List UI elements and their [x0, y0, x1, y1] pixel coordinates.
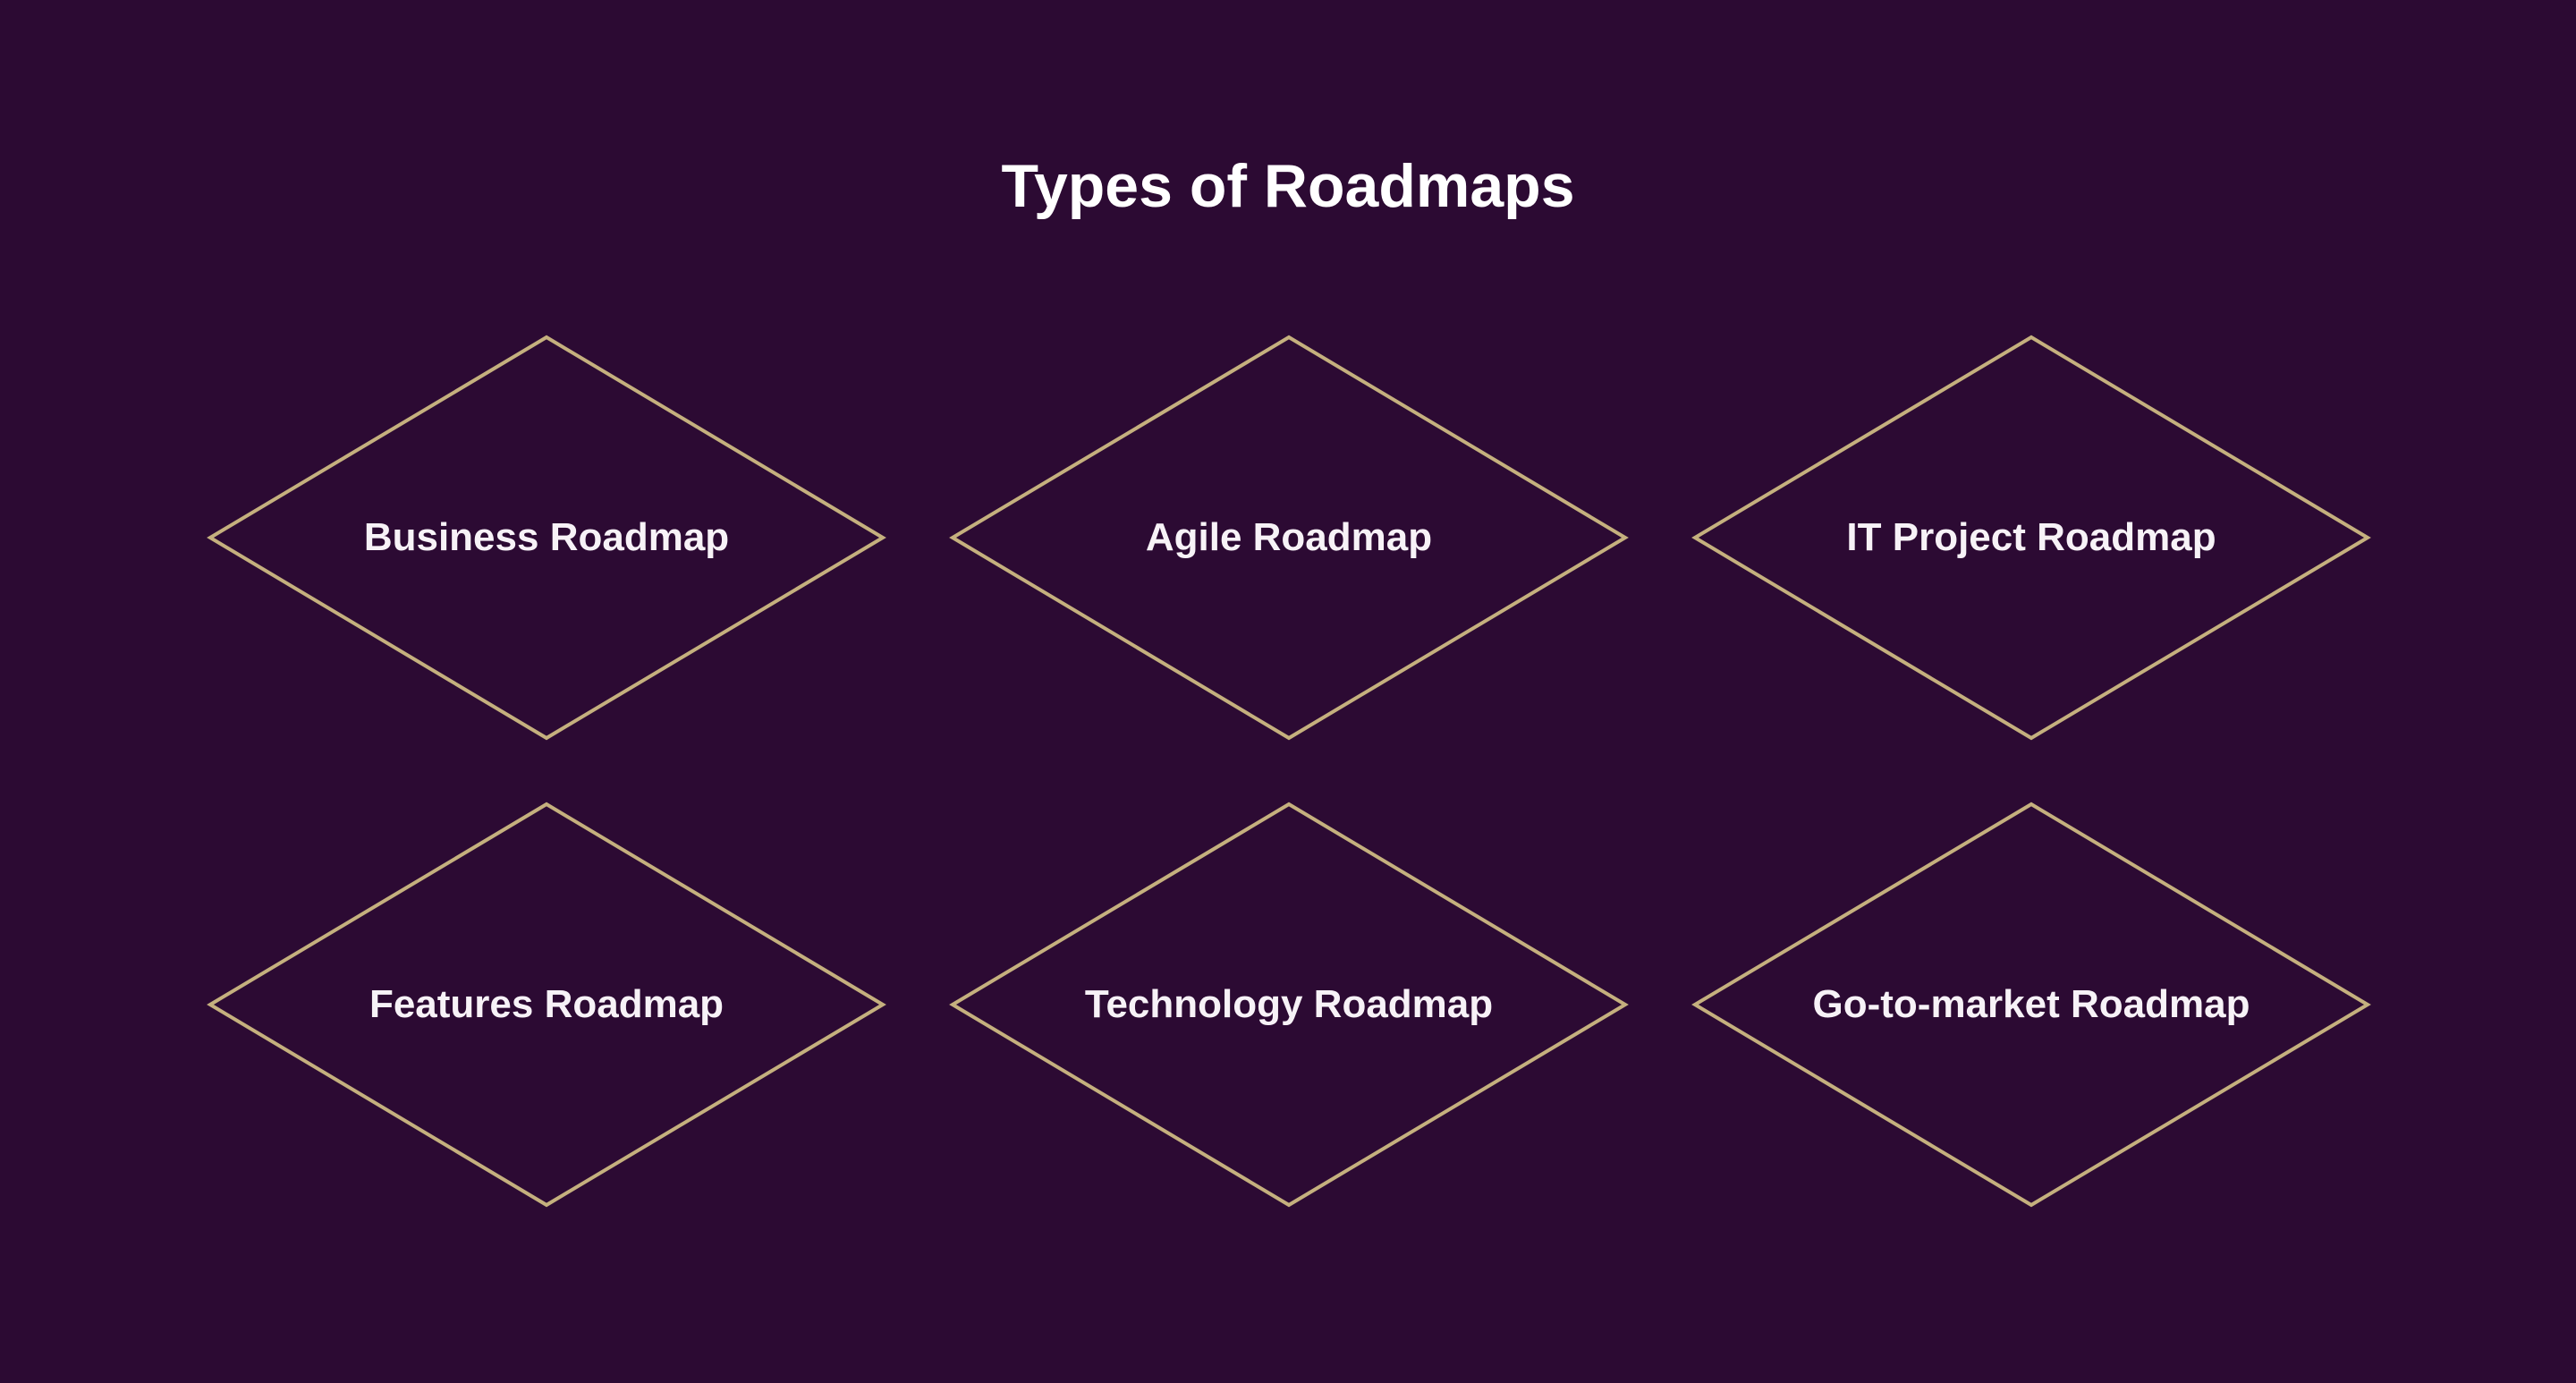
diagram-title: Types of Roadmaps — [1001, 152, 1575, 220]
diamond-business-roadmap — [207, 335, 886, 741]
node-features-roadmap: Features Roadmap — [210, 804, 883, 1205]
node-label: IT Project Roadmap — [1846, 515, 2216, 559]
node-go-to-market-roadmap: Go-to-market Roadmap — [1695, 804, 2368, 1205]
diamond-features-roadmap — [207, 802, 886, 1208]
node-label: Business Roadmap — [363, 515, 730, 559]
node-it-project-roadmap: IT Project Roadmap — [1695, 337, 2368, 738]
node-label: Go-to-market Roadmap — [1812, 982, 2250, 1026]
node-label: Agile Roadmap — [1145, 515, 1433, 559]
diamond-technology-roadmap — [949, 802, 1629, 1208]
diamond-go-to-market-roadmap — [1691, 802, 2371, 1208]
node-agile-roadmap: Agile Roadmap — [953, 337, 1625, 738]
node-business-roadmap: Business Roadmap — [210, 337, 883, 738]
node-technology-roadmap: Technology Roadmap — [953, 804, 1625, 1205]
diamond-agile-roadmap — [949, 335, 1629, 741]
diamond-it-project-roadmap — [1691, 335, 2371, 741]
node-label: Technology Roadmap — [1084, 982, 1494, 1026]
node-label: Features Roadmap — [369, 982, 724, 1026]
